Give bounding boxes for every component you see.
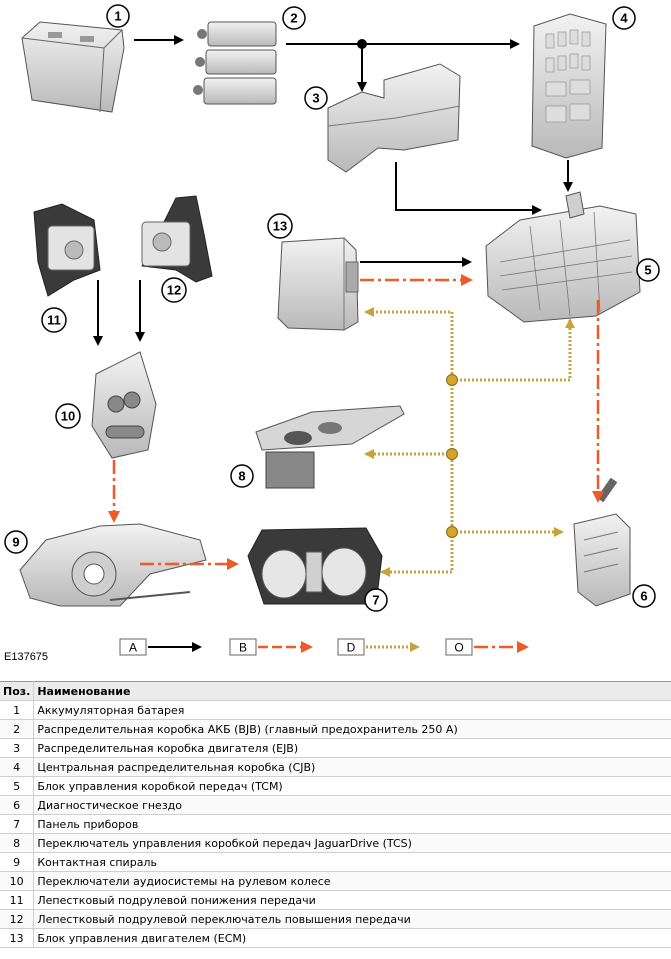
row-name: Лепестковый подрулевой переключатель пов… <box>33 909 671 929</box>
row-pos: 10 <box>0 871 35 891</box>
callout-13: 13 <box>267 213 293 239</box>
row-name: Контактная спираль <box>33 852 671 872</box>
battery-illustration <box>21 21 125 113</box>
bjb-illustration <box>193 21 277 105</box>
callout-label: 10 <box>61 409 75 424</box>
row-name: Центральная распределительная коробка (C… <box>33 757 671 777</box>
callout-6: 6 <box>632 584 656 608</box>
callout-1: 1 <box>106 4 130 28</box>
row-name: Аккумуляторная батарея <box>33 700 671 720</box>
power-feed-lines <box>93 35 573 346</box>
callout-label: 3 <box>312 91 319 106</box>
legend-item-d: D <box>337 638 420 656</box>
row-name: Распределительная коробка АКБ (BJB) (гла… <box>33 719 671 739</box>
row-pos: 11 <box>0 890 35 910</box>
row-name: Лепестковый подрулевой понижения передач… <box>33 890 671 910</box>
row-pos: 12 <box>0 909 35 929</box>
ecm-illustration <box>277 237 359 331</box>
figure-id: E137675 <box>4 651 48 663</box>
callout-label: 7 <box>372 593 379 608</box>
row-pos: 6 <box>0 795 35 815</box>
legend-label: B <box>239 641 247 655</box>
row-name: Блок управления коробкой передач (TCM) <box>33 776 671 796</box>
callout-label: 8 <box>238 469 245 484</box>
clockspring-illustration <box>19 523 207 607</box>
legend-item-b: B <box>229 638 313 656</box>
upshift-paddle-illustration <box>141 195 213 283</box>
wiring-diagram: 1 2 3 4 5 6 7 8 9 10 11 12 13 A B D O E1… <box>4 4 660 663</box>
row-name: Переключатели аудиосистемы на рулевом ко… <box>33 871 671 891</box>
header-pos: Поз. <box>0 681 35 701</box>
row-pos: 4 <box>0 757 35 777</box>
ejb-illustration <box>327 63 461 173</box>
tcs-illustration <box>255 405 405 489</box>
junction-node-power <box>357 39 367 49</box>
callout-5: 5 <box>636 258 660 282</box>
row-pos: 7 <box>0 814 35 834</box>
row-name: Панель приборов <box>33 814 671 834</box>
row-name: Переключатель управления коробкой переда… <box>33 833 671 853</box>
instrument-cluster-illustration <box>247 527 383 605</box>
row-pos: 5 <box>0 776 35 796</box>
header-name: Наименование <box>33 681 671 701</box>
callout-label: 13 <box>273 219 287 234</box>
callout-10: 10 <box>55 403 81 429</box>
row-name: Распределительная коробка двигателя (EJB… <box>33 738 671 758</box>
row-pos: 8 <box>0 833 35 853</box>
callout-label: 12 <box>167 283 181 298</box>
row-pos: 1 <box>0 700 35 720</box>
row-pos: 3 <box>0 738 35 758</box>
callout-label: 5 <box>644 263 651 278</box>
callout-label: 4 <box>620 11 628 26</box>
callout-label: 2 <box>290 11 297 26</box>
callout-7: 7 <box>364 588 388 612</box>
legend: A B D O <box>119 638 529 656</box>
bus-junction-nodes <box>446 374 458 538</box>
cjb-illustration <box>531 13 607 159</box>
callout-3: 3 <box>304 86 328 110</box>
callout-12: 12 <box>161 277 187 303</box>
diagnostic-socket-illustration <box>573 477 631 607</box>
callout-9: 9 <box>4 530 28 554</box>
audio-switches-illustration <box>91 351 157 459</box>
callout-2: 2 <box>282 6 306 30</box>
callout-8: 8 <box>230 464 254 488</box>
tcm-illustration <box>485 191 641 323</box>
legend-label: D <box>347 641 356 655</box>
can-bus-lines <box>108 274 604 570</box>
table-header-row: Поз. Наименование <box>0 681 671 701</box>
callout-label: 1 <box>114 9 121 24</box>
legend-item-a: A <box>119 638 202 656</box>
row-name: Блок управления двигателем (ECM) <box>33 928 671 948</box>
legend-label: A <box>129 641 137 655</box>
row-pos: 9 <box>0 852 35 872</box>
legend-item-o: O <box>445 638 529 656</box>
callout-4: 4 <box>612 6 636 30</box>
row-name: Диагностическое гнездо <box>33 795 671 815</box>
callout-label: 6 <box>640 589 647 604</box>
callout-label: 9 <box>12 535 19 550</box>
lin-bus-lines <box>364 307 575 577</box>
downshift-paddle-illustration <box>33 203 101 297</box>
callout-11: 11 <box>41 307 67 333</box>
row-pos: 13 <box>0 928 35 948</box>
row-pos: 2 <box>0 719 35 739</box>
legend-label: O <box>454 641 463 655</box>
callout-label: 11 <box>47 313 61 328</box>
